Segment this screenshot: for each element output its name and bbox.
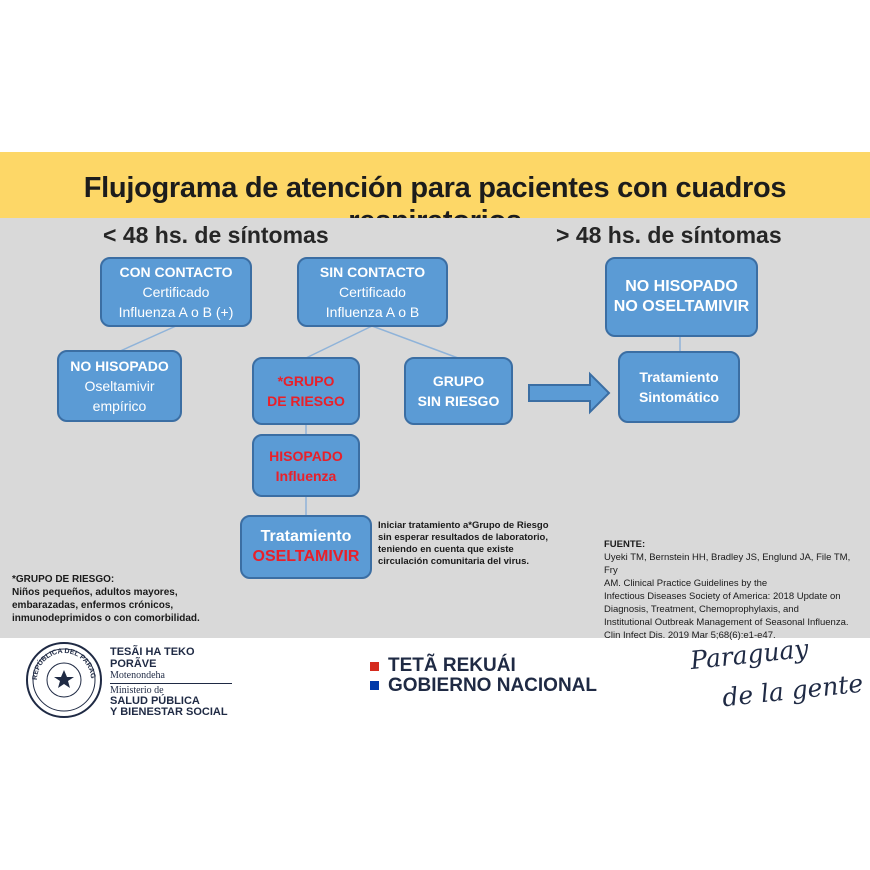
source-citation: FUENTE: Uyeki TM, Bernstein HH, Bradley … [604, 538, 862, 642]
connector-sin-contacto-to-sin-riesgo [371, 325, 459, 359]
node-hisopado-influenza: HISOPADO Influenza [252, 434, 360, 497]
ministry-spanish: Ministerio de SALUD PÚBLICA Y BIENESTAR … [110, 685, 228, 718]
node-con-contacto-line1: Certificado [142, 284, 210, 300]
svg-text:REPÚBLICA DEL PARAGUAY: REPÚBLICA DEL PARAGUAY [24, 640, 96, 680]
title-banner [0, 152, 870, 218]
source-line: Institutional Outbreak Management of Sea… [604, 617, 849, 628]
flag-square-red [370, 662, 379, 671]
node-grupo-riesgo-line2: DE RIESGO [267, 393, 345, 409]
connector-con-contacto-to-no-hisopado [117, 325, 177, 353]
node-sin-contacto-title: SIN CONTACTO [319, 264, 426, 280]
government-name: TETÃ REKUÁI GOBIERNO NACIONAL [388, 656, 597, 696]
heading-less-48h: < 48 hs. de síntomas [103, 222, 329, 248]
node-hisopado-line1: HISOPADO [269, 447, 343, 464]
node-no-hisopado-left: NO HISOPADO Oseltamivir empírico [57, 350, 182, 422]
node-con-contacto: CON CONTACTO Certificado Influenza A o B… [100, 257, 252, 327]
node-grupo-riesgo-line1: *GRUPO [277, 373, 335, 389]
node-no-hisopado-left-title: NO HISOPADO [70, 358, 169, 374]
ministry-line: TESÃI HA TEKO [110, 646, 195, 658]
treatment-note-line: circulación comunitaria del virus. [378, 556, 529, 567]
ministry-line: PORÃVE [110, 658, 157, 670]
node-tratamiento-sintomatico-line1: Tratamiento [639, 369, 719, 385]
node-no-hisopado-left-line1: Oseltamivir [84, 378, 155, 394]
node-tratamiento-oseltamivir: Tratamiento OSELTAMIVIR [240, 515, 372, 579]
node-no-hisopado-right-line2: NO OSELTAMIVIR [613, 298, 750, 315]
risk-group-note-line: Niños pequeños, adultos mayores, [12, 587, 178, 598]
node-tratamiento-sintomatico-line2: Sintomático [638, 389, 720, 405]
heading-more-48h: > 48 hs. de síntomas [556, 222, 782, 248]
node-grupo-sin-riesgo: GRUPO SIN RIESGO [404, 357, 513, 425]
risk-group-note-line: embarazadas, enfermos crónicos, [12, 600, 174, 611]
risk-group-note-title: *GRUPO DE RIESGO: [12, 574, 115, 585]
risk-group-note: *GRUPO DE RIESGO: Niños pequeños, adulto… [12, 573, 200, 625]
node-sin-contacto-line2: Influenza A o B [325, 304, 420, 320]
node-no-hisopado-right-line1: NO HISOPADO [625, 278, 738, 295]
node-grupo-sin-riesgo-line2: SIN RIESGO [417, 393, 500, 409]
node-no-hisopado-right: NO HISOPADO NO OSELTAMIVIR [605, 257, 758, 337]
arrow-to-sintomatico [528, 371, 611, 415]
node-con-contacto-line2: Influenza A o B (+) [118, 304, 234, 320]
node-grupo-sin-riesgo-line1: GRUPO [432, 373, 485, 389]
national-seal-logo: REPÚBLICA DEL PARAGUAY [24, 640, 102, 718]
source-line: AM. Clinical Practice Guidelines by the [604, 578, 768, 589]
ministry-line: SALUD PÚBLICA [110, 695, 200, 707]
node-no-hisopado-left-line2: empírico [92, 398, 147, 414]
node-tratamiento-oseltamivir-line1: Tratamiento [260, 528, 352, 545]
treatment-note-line: teniendo en cuenta que existe [378, 544, 514, 555]
treatment-note-line: sin esperar resultados de laboratorio, [378, 532, 548, 543]
government-line: TETÃ REKUÁI [388, 655, 516, 676]
ministry-guarani: TESÃI HA TEKO PORÃVE Motenondeha [110, 646, 195, 682]
node-tratamiento-sintomatico: Tratamiento Sintomático [618, 351, 740, 423]
source-line: Uyeki TM, Bernstein HH, Bradley JS, Engl… [604, 552, 851, 576]
node-con-contacto-title: CON CONTACTO [119, 264, 233, 280]
node-sin-contacto: SIN CONTACTO Certificado Influenza A o B [297, 257, 448, 327]
ministry-line: Y BIENESTAR SOCIAL [110, 706, 228, 718]
source-line: Infectious Diseases Society of America: … [604, 591, 841, 602]
node-hisopado-line2: Influenza [275, 467, 337, 484]
node-tratamiento-oseltamivir-line2: OSELTAMIVIR [252, 548, 360, 565]
treatment-note-line: Iniciar tratamiento a*Grupo de Riesgo [378, 520, 549, 531]
ministry-divider [110, 683, 232, 684]
source-title: FUENTE: [604, 539, 646, 550]
node-grupo-riesgo: *GRUPO DE RIESGO [252, 357, 360, 425]
source-line: Diagnosis, Treatment, Chemoprophylaxis, … [604, 604, 799, 615]
ministry-line: Motenondeha [110, 670, 165, 681]
government-line: GOBIERNO NACIONAL [388, 675, 597, 696]
ministry-line: Ministerio de [110, 685, 164, 696]
connector-sin-contacto-to-grupo-riesgo [305, 325, 373, 359]
flag-square-blue [370, 681, 379, 690]
node-sin-contacto-line1: Certificado [339, 284, 406, 300]
risk-group-note-line: inmunodeprimidos o con comorbilidad. [12, 613, 200, 624]
treatment-note: Iniciar tratamiento a*Grupo de Riesgo si… [378, 520, 549, 568]
source-line: Clin Infect Dis. 2019 Mar 5;68(6):e1-e47… [604, 630, 776, 641]
